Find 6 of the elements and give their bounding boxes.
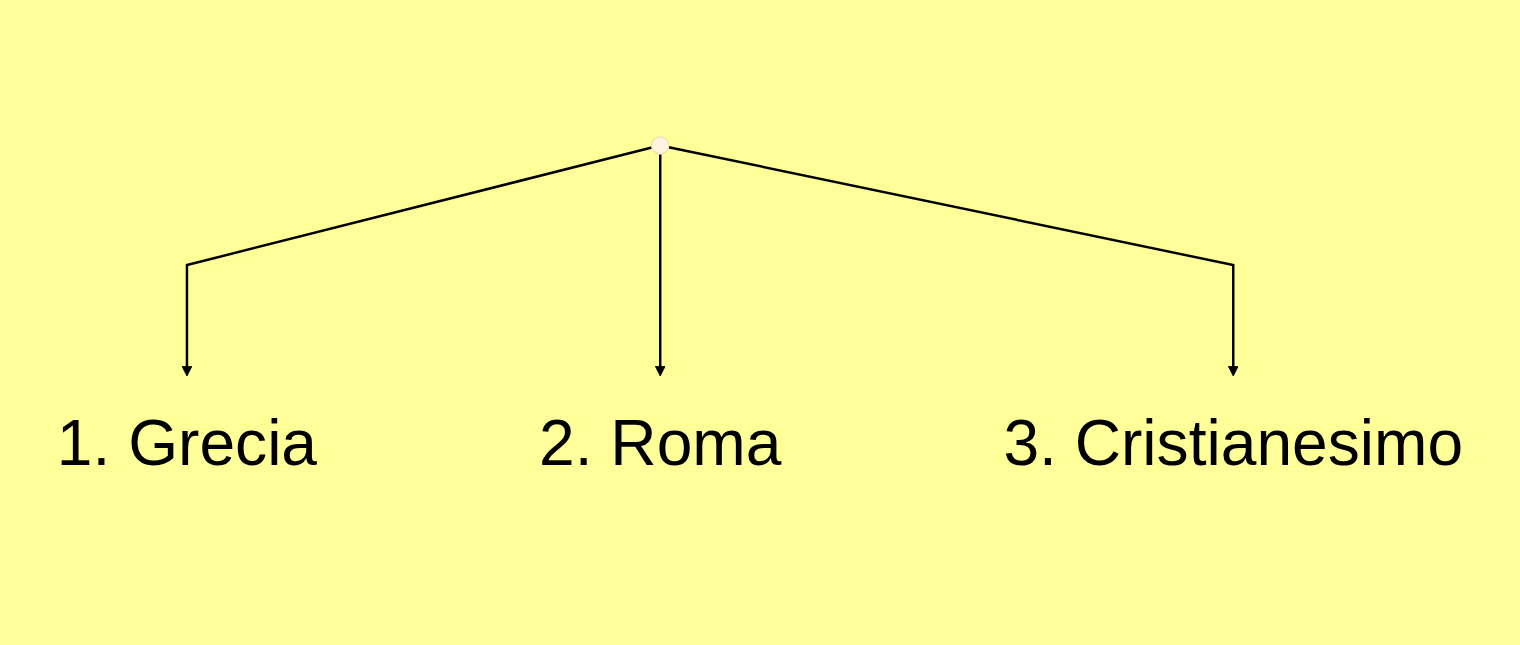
arrow	[654, 153, 666, 376]
node-label: 1. Grecia	[56, 406, 318, 478]
arrow	[668, 145, 1239, 376]
node-label: 3. Cristianesimo	[1003, 406, 1464, 478]
arrow	[181, 145, 653, 376]
node-label: 2. Roma	[539, 406, 782, 478]
